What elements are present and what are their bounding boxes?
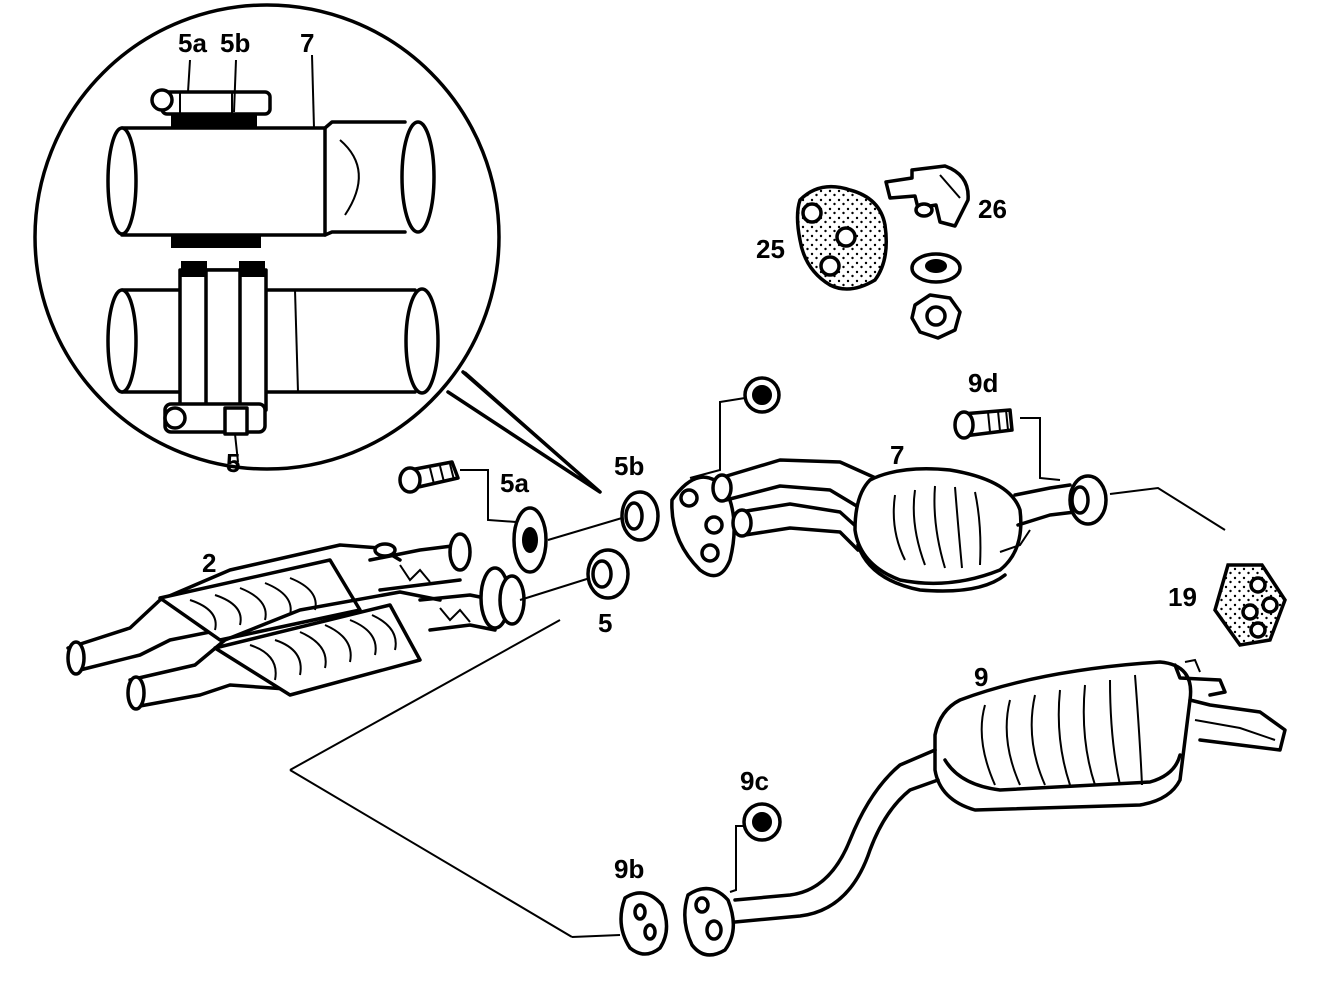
catalytic-converter-front-pipes	[66, 532, 526, 711]
label-part-9: 9	[974, 662, 988, 692]
center-silencer-7	[670, 376, 1108, 593]
detail-label-5: 5	[226, 448, 240, 478]
label-part-9d: 9d	[968, 368, 998, 398]
rear-inlet-flange	[683, 886, 735, 957]
gasket-5a	[512, 506, 548, 574]
rubber-mount-25	[795, 184, 888, 291]
label-part-9c: 9c	[740, 766, 769, 796]
rubber-mount-19	[1213, 563, 1287, 647]
label-part-7: 7	[890, 440, 904, 470]
rear-muffler-9	[733, 658, 1287, 924]
washer	[910, 252, 962, 284]
label-part-25: 25	[756, 234, 785, 264]
label-part-26: 26	[978, 194, 1007, 224]
detail-label-7: 7	[300, 28, 314, 58]
label-part-5b: 5b	[614, 451, 644, 481]
detail-lower-pipe	[106, 261, 440, 463]
detail-label-5a: 5a	[178, 28, 207, 58]
bolt-9d	[953, 408, 1061, 481]
label-part-5a: 5a	[500, 468, 529, 498]
seal-ring-5	[586, 548, 630, 600]
gasket-9b	[619, 891, 669, 956]
hex-nut	[910, 293, 962, 340]
label-part-2: 2	[202, 548, 216, 578]
seal-ring-5b	[620, 490, 660, 542]
detail-upper-pipe	[106, 88, 436, 248]
bolt-5a	[398, 460, 517, 523]
nut-9c	[729, 802, 782, 893]
label-part-5: 5	[598, 608, 612, 638]
detail-label-5b: 5b	[220, 28, 250, 58]
bracket-26	[884, 164, 970, 228]
clamp-detail-inset: 5a 5b 7 5	[33, 3, 602, 494]
label-part-9b: 9b	[614, 854, 644, 884]
label-part-19: 19	[1168, 582, 1197, 612]
assembly-outline-lines	[289, 486, 1226, 938]
